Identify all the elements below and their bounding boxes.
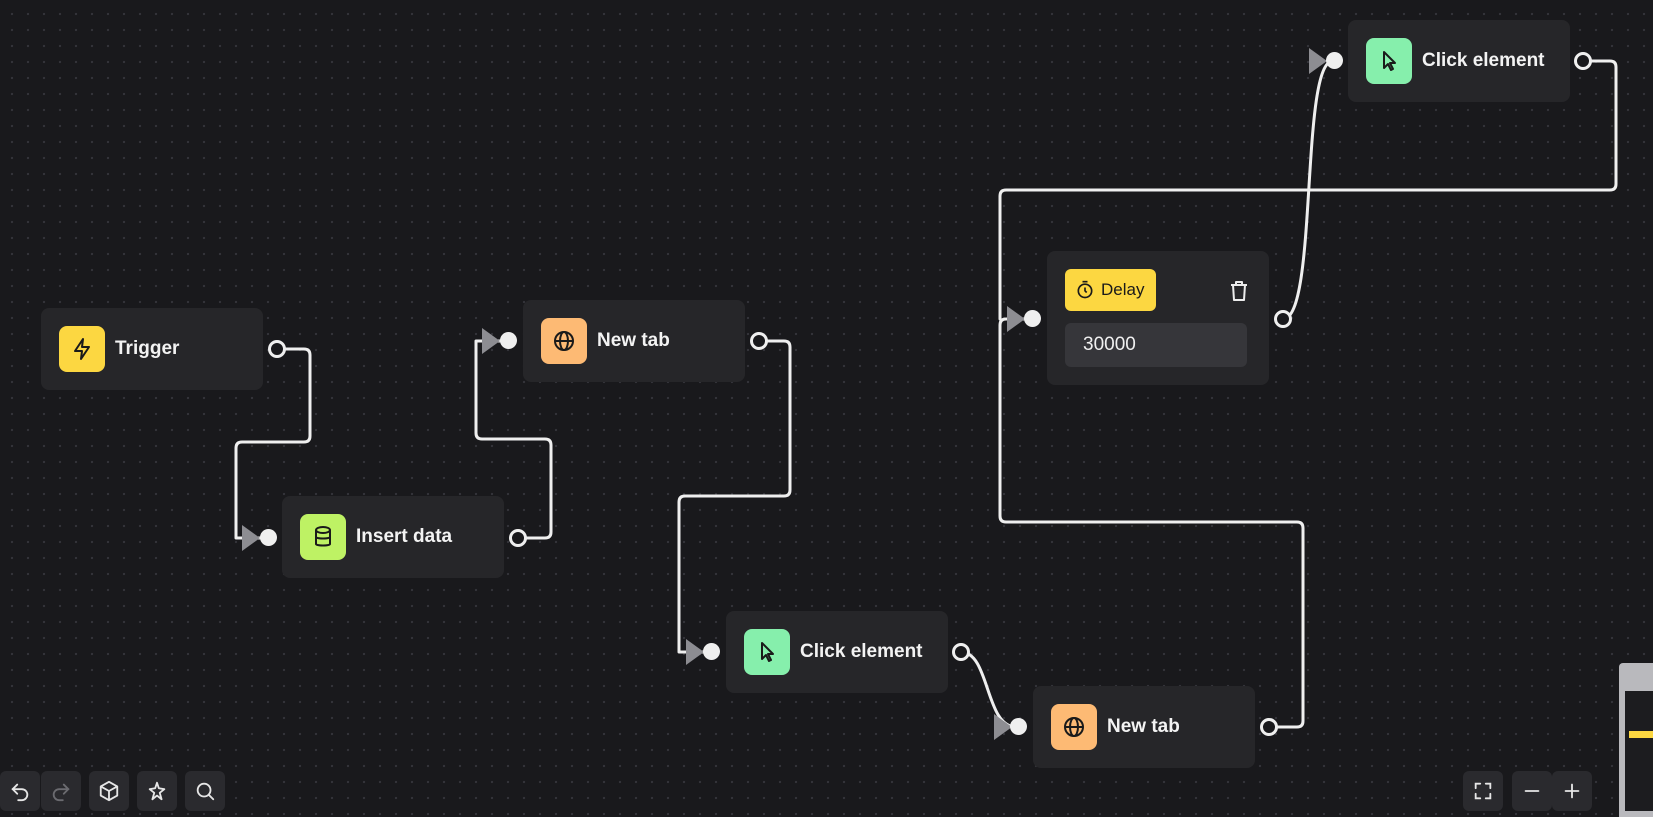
zoom-out-button[interactable] xyxy=(1512,771,1552,811)
input-arrow xyxy=(482,328,500,354)
output-handle[interactable] xyxy=(750,332,768,350)
redo-button[interactable] xyxy=(41,771,81,811)
redo-icon xyxy=(52,783,70,802)
node-label: Click element xyxy=(800,641,923,662)
output-handle[interactable] xyxy=(1574,52,1592,70)
undo-button[interactable] xyxy=(0,771,40,811)
zoom-in-icon xyxy=(1564,783,1580,799)
trash-icon[interactable] xyxy=(1225,277,1253,305)
node-delay[interactable]: Delay 30000 xyxy=(1047,251,1269,385)
delay-badge: Delay xyxy=(1065,269,1157,311)
edge-insert-newtab[interactable] xyxy=(474,339,553,540)
edge-trigger-insert[interactable] xyxy=(234,347,312,540)
edge-click2-loop[interactable] xyxy=(998,59,1618,321)
input-handle[interactable] xyxy=(1024,310,1041,327)
globe-icon xyxy=(541,318,587,364)
node-label: Click element xyxy=(1422,50,1545,71)
node-label: Trigger xyxy=(115,338,180,359)
globe-icon xyxy=(1051,704,1097,750)
magic-icon xyxy=(148,781,166,801)
magic-button[interactable] xyxy=(137,771,177,811)
lightning-icon xyxy=(59,326,105,372)
minimap-node xyxy=(1629,731,1653,738)
timer-icon xyxy=(1077,280,1093,299)
input-handle[interactable] xyxy=(260,529,277,546)
input-handle[interactable] xyxy=(703,643,720,660)
node-label: Insert data xyxy=(356,526,453,547)
input-handle[interactable] xyxy=(500,332,517,349)
edge-newtab2-delay[interactable] xyxy=(998,317,1305,729)
undo-icon xyxy=(11,783,29,802)
search-button[interactable] xyxy=(185,771,225,811)
node-click-element[interactable]: Click element xyxy=(726,611,948,693)
fullscreen-icon xyxy=(1474,782,1492,800)
output-handle[interactable] xyxy=(1260,718,1278,736)
cursor-icon xyxy=(1366,38,1412,84)
minimap[interactable] xyxy=(1619,663,1653,817)
node-insert-data[interactable]: Insert data xyxy=(282,496,504,578)
input-arrow xyxy=(242,525,260,551)
input-arrow xyxy=(1309,48,1327,74)
edge-newtab-click[interactable] xyxy=(677,339,792,654)
node-trigger[interactable]: Trigger xyxy=(41,308,263,390)
zoom-in-button[interactable] xyxy=(1552,771,1592,811)
output-handle[interactable] xyxy=(268,340,286,358)
input-arrow xyxy=(1007,306,1025,332)
output-handle[interactable] xyxy=(952,643,970,661)
package-button[interactable] xyxy=(89,771,129,811)
zoom-out-icon xyxy=(1524,790,1540,792)
input-handle[interactable] xyxy=(1010,718,1027,735)
input-arrow xyxy=(686,639,704,665)
fullscreen-button[interactable] xyxy=(1463,771,1503,811)
node-label: New tab xyxy=(1107,716,1180,737)
input-arrow xyxy=(994,714,1012,740)
node-new-tab[interactable]: New tab xyxy=(1033,686,1255,768)
cursor-icon xyxy=(744,629,790,675)
database-icon xyxy=(300,514,346,560)
minimap-viewport xyxy=(1625,691,1653,811)
search-icon xyxy=(196,782,215,801)
package-icon xyxy=(99,780,119,802)
output-handle[interactable] xyxy=(1274,310,1292,328)
delay-value-input[interactable]: 30000 xyxy=(1065,323,1247,367)
node-click-element[interactable]: Click element xyxy=(1348,20,1570,102)
node-label: New tab xyxy=(597,330,670,351)
node-new-tab[interactable]: New tab xyxy=(523,300,745,382)
delay-label: Delay xyxy=(1101,280,1145,299)
output-handle[interactable] xyxy=(509,529,527,547)
input-handle[interactable] xyxy=(1326,52,1343,69)
